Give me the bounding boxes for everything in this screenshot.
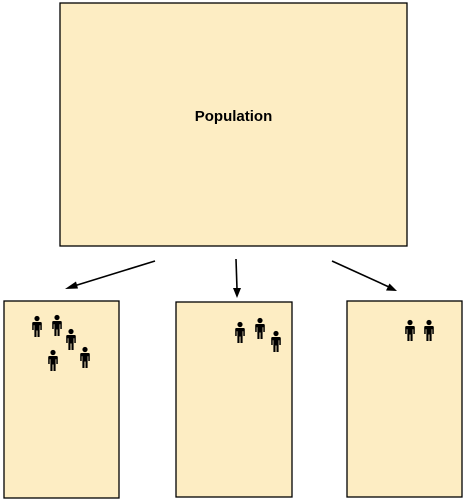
arrow-to-sample-2 <box>233 258 241 298</box>
arrow-to-sample-1 <box>65 260 156 289</box>
population-label: Population <box>194 108 273 125</box>
sample-box-2 <box>175 301 293 498</box>
sample-box-1 <box>3 300 120 499</box>
sample-box-3 <box>346 300 463 498</box>
population-box <box>59 2 408 247</box>
arrow-to-sample-3 <box>331 260 397 291</box>
